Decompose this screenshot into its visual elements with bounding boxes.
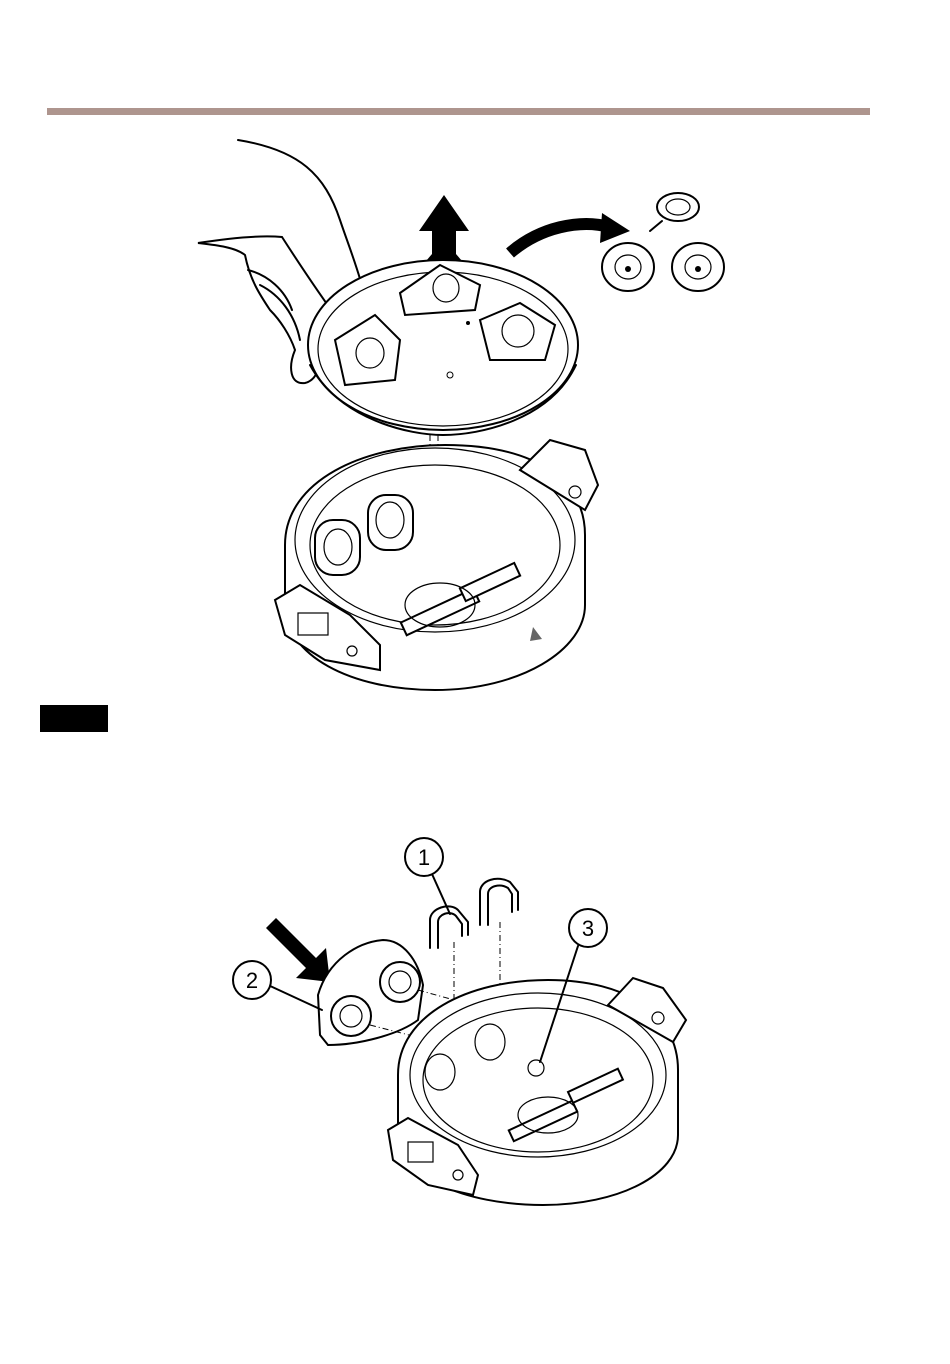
callout-3-label: 3	[582, 916, 594, 941]
header-rule	[47, 108, 870, 115]
illustration-remove-cable-cover: 1 2 3	[218, 830, 698, 1215]
callout-2-label: 2	[246, 968, 258, 993]
callout-1-label: 1	[418, 845, 430, 870]
section-marker	[40, 705, 108, 732]
illustration-remove-cover	[190, 135, 735, 695]
